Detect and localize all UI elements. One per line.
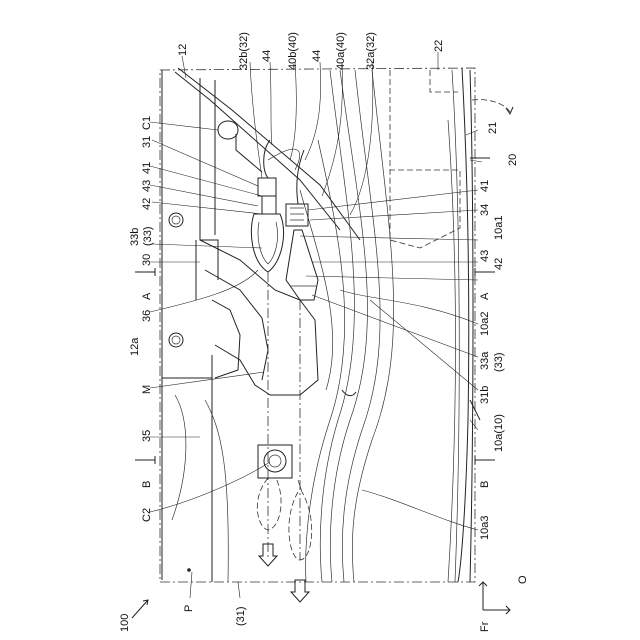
reference-labels: 32b(32) 44 40b(40) 44 40a(40) 32a(32) 12…	[119, 32, 529, 632]
label-31b: 31b	[479, 386, 491, 404]
label-C2: C2	[141, 508, 153, 522]
label-12a: 12a	[129, 337, 141, 356]
label-33a-paren: (33)	[493, 352, 505, 372]
label-41-left: 41	[141, 162, 153, 174]
label-43-left: 43	[141, 180, 153, 192]
label-A-left: A	[141, 292, 153, 300]
label-10a10: 10a(10)	[493, 414, 505, 452]
label-B-right: B	[479, 481, 491, 488]
label-33b-paren: (33)	[142, 226, 154, 246]
label-C1: C1	[141, 116, 153, 130]
label-A-right: A	[479, 292, 491, 300]
label-12: 12	[177, 44, 189, 56]
label-10a3: 10a3	[479, 516, 491, 540]
label-31: 31	[141, 136, 153, 148]
label-32b: 32b(32)	[238, 32, 250, 70]
label-31-paren: (31)	[235, 606, 247, 626]
label-20: 20	[507, 154, 519, 166]
label-36: 36	[141, 310, 153, 322]
label-30: 30	[141, 254, 153, 266]
label-43-right: 43	[479, 250, 491, 262]
label-33b: 33b	[129, 228, 141, 246]
label-32a: 32a(32)	[365, 32, 377, 70]
label-P: P	[183, 605, 195, 612]
label-O: O	[517, 575, 529, 584]
figure-outlines	[132, 68, 513, 618]
label-40b: 40b(40)	[287, 32, 299, 70]
label-42-left: 42	[141, 198, 153, 210]
label-41-right: 41	[479, 180, 491, 192]
label-B-left: B	[141, 481, 153, 488]
label-M: M	[141, 385, 153, 394]
label-33a: 33a	[479, 351, 491, 370]
label-Fr: Fr	[479, 621, 491, 632]
label-100: 100	[119, 614, 131, 632]
label-21: 21	[487, 122, 499, 134]
label-35: 35	[141, 430, 153, 442]
label-10a1: 10a1	[493, 216, 505, 240]
label-42-right: 42	[493, 258, 505, 270]
label-34: 34	[479, 204, 491, 216]
label-44-left: 44	[261, 50, 273, 62]
label-40a: 40a(40)	[335, 32, 347, 70]
label-22: 22	[433, 40, 445, 52]
label-10a2: 10a2	[479, 312, 491, 336]
label-44-right: 44	[311, 50, 323, 62]
